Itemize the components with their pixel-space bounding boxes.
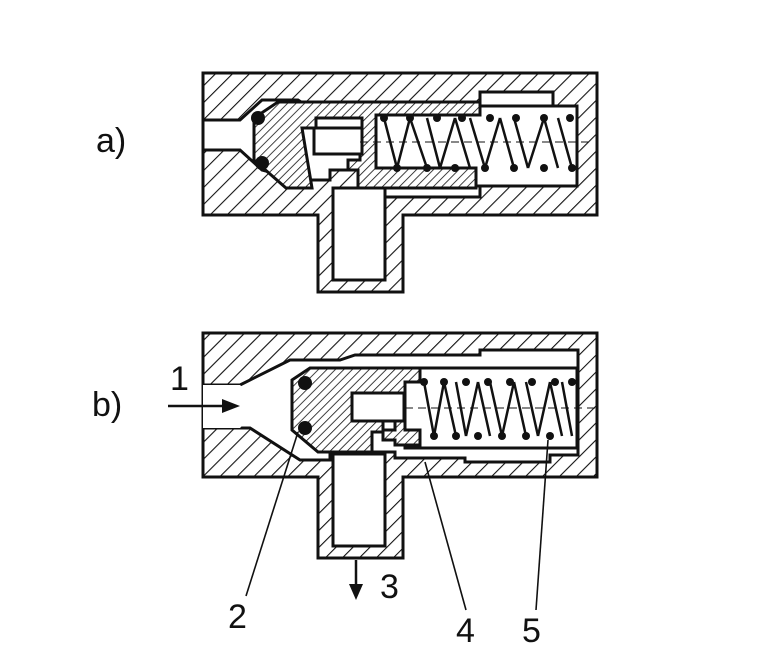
callout-3: 3 — [380, 568, 399, 606]
callout-2: 2 — [228, 598, 247, 636]
seal-b-bottom — [298, 421, 312, 435]
inlet-arrowhead — [222, 399, 240, 413]
outlet-arrowhead — [349, 584, 363, 600]
view-a: a) — [96, 71, 599, 294]
callout-4: 4 — [456, 612, 475, 650]
view-label-a: a) — [96, 122, 126, 160]
leader-2 — [245, 431, 299, 597]
seal-a-bottom — [255, 156, 269, 170]
spring-b — [422, 381, 574, 437]
seal-a-top — [251, 111, 265, 125]
callout-1: 1 — [170, 360, 189, 398]
piston-bore-a — [312, 126, 364, 156]
piston-bore-b — [350, 391, 406, 423]
view-label-b: b) — [92, 386, 122, 424]
view-b: b) 1 2 3 4 5 — [92, 331, 599, 650]
piston-b — [290, 366, 422, 454]
seal-b-top — [298, 376, 312, 390]
callout-5: 5 — [522, 612, 541, 650]
outlet-a — [331, 186, 387, 282]
leader-5 — [535, 439, 549, 611]
spring-a — [382, 117, 574, 169]
leader-4 — [424, 461, 467, 611]
outlet-b — [331, 452, 387, 548]
